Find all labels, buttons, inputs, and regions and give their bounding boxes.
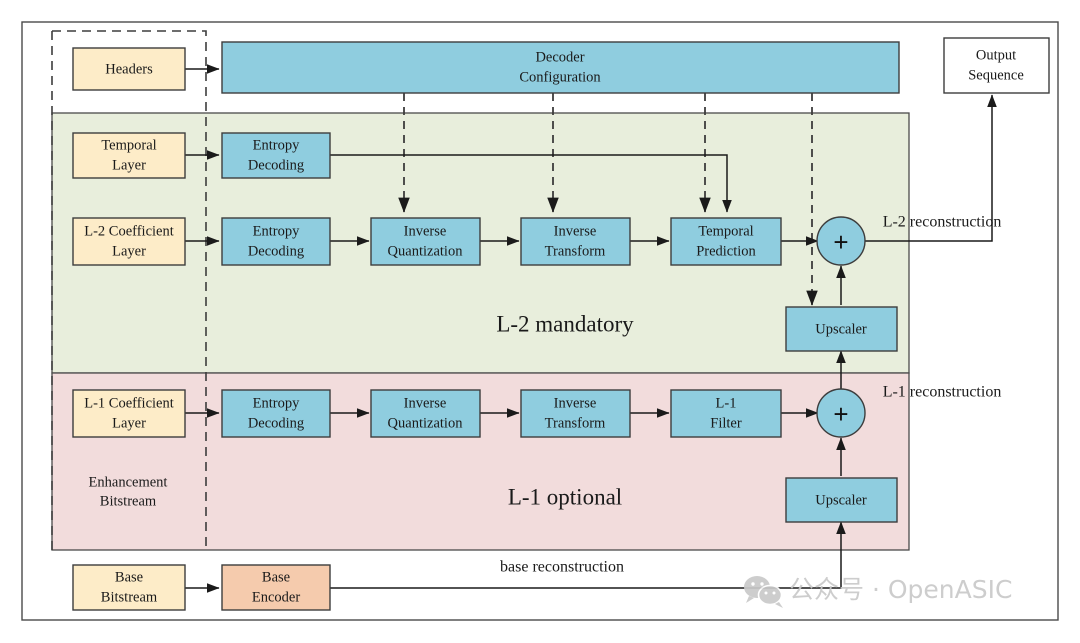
enhancement-bitstream-label-line1: Enhancement (89, 474, 168, 490)
node-l2-inverse-quantization-label-line2: Quantization (388, 243, 464, 259)
enhancement-bitstream-bracket (52, 30, 207, 550)
node-l1-coefficient-layer[interactable]: L-1 Coefficient Layer (72, 389, 186, 438)
node-l2-upscaler-label: Upscaler (815, 321, 867, 337)
node-temporal-prediction-label-line1: Temporal (698, 223, 753, 239)
node-l1-inverse-transform-label-line1: Inverse (554, 395, 597, 411)
node-l1-coefficient-layer-label-line1: L-1 Coefficient (84, 395, 174, 411)
node-l2-inverse-transform-label-line1: Inverse (554, 223, 597, 239)
node-l2-entropy-decoding-label-line1: Entropy (253, 223, 300, 239)
node-l2-adder[interactable]: + (816, 216, 866, 266)
wechat-icon (744, 576, 783, 608)
node-l1-filter[interactable]: L-1 Filter (670, 389, 782, 438)
node-l1-coefficient-layer-label-line2: Layer (112, 415, 146, 431)
edge-l2-adder-to-output-sequence (863, 94, 997, 242)
label-l1-reconstruction: L-1 reconstruction (883, 384, 1002, 401)
node-l1-upscaler-label: Upscaler (815, 492, 867, 508)
node-l1-upscaler[interactable]: Upscaler (785, 477, 898, 523)
node-base-bitstream-label-line1: Base (115, 569, 143, 585)
node-l2-coefficient-layer-label-line1: L-2 Coefficient (84, 223, 174, 239)
node-l1-filter-label-line1: L-1 (716, 395, 737, 411)
watermark-text: 公众号 · OpenASIC (789, 575, 1012, 604)
node-l2-inverse-quantization-label-line1: Inverse (404, 223, 447, 239)
node-l2-inverse-quantization[interactable]: Inverse Quantization (370, 217, 481, 266)
node-output-sequence-label-line2: Sequence (968, 67, 1024, 83)
node-decoder-configuration-label-line1: Decoder (535, 49, 584, 65)
node-l1-inverse-transform[interactable]: Inverse Transform (520, 389, 631, 438)
node-base-bitstream-label-line2: Bitstream (101, 589, 158, 605)
node-l1-inverse-quantization[interactable]: Inverse Quantization (370, 389, 481, 438)
label-l2-reconstruction: L-2 reconstruction (883, 214, 1002, 231)
label-base-reconstruction: base reconstruction (500, 559, 624, 576)
node-l1-adder[interactable]: + (816, 388, 866, 438)
node-l1-inverse-quantization-label-line2: Quantization (388, 415, 464, 431)
node-headers[interactable]: Headers (72, 47, 186, 91)
region-label-l1: L-1 optional (508, 484, 622, 509)
node-output-sequence[interactable]: Output Sequence (943, 37, 1050, 94)
node-l2-coefficient-layer-label-line2: Layer (112, 243, 146, 259)
node-decoder-configuration-label-line2: Configuration (519, 69, 601, 85)
node-temporal-layer-label-line2: Layer (112, 157, 146, 173)
l2-adder-plus-icon: + (833, 227, 848, 257)
region-label-l2: L-2 mandatory (496, 311, 634, 336)
node-l1-entropy-decoding-label-line2: Decoding (248, 415, 304, 431)
node-decoder-configuration[interactable]: Decoder Configuration (221, 41, 900, 94)
node-l1-inverse-transform-label-line2: Transform (545, 415, 606, 431)
node-l2-upscaler[interactable]: Upscaler (785, 306, 898, 352)
node-temporal-prediction-label-line2: Prediction (696, 243, 756, 259)
node-l2-inverse-transform[interactable]: Inverse Transform (520, 217, 631, 266)
node-base-encoder-label-line1: Base (262, 569, 290, 585)
node-temporal-entropy-decoding-label-line1: Entropy (253, 137, 300, 153)
node-l2-entropy-decoding[interactable]: Entropy Decoding (221, 217, 331, 266)
node-base-encoder-label-line2: Encoder (252, 589, 300, 605)
node-l2-inverse-transform-label-line2: Transform (545, 243, 606, 259)
node-l1-entropy-decoding[interactable]: Entropy Decoding (221, 389, 331, 438)
node-l1-inverse-quantization-label-line1: Inverse (404, 395, 447, 411)
node-l1-entropy-decoding-label-line1: Entropy (253, 395, 300, 411)
node-l2-coefficient-layer[interactable]: L-2 Coefficient Layer (72, 217, 186, 266)
node-temporal-layer-label-line1: Temporal (101, 137, 156, 153)
l1-adder-plus-icon: + (833, 399, 848, 429)
node-l1-filter-label-line2: Filter (710, 415, 742, 431)
node-base-bitstream[interactable]: Base Bitstream (72, 564, 186, 611)
edge-temporal-entropy-to-prediction (330, 154, 732, 213)
enhancement-bitstream-label-line2: Bitstream (100, 493, 157, 509)
node-output-sequence-label-line1: Output (976, 47, 1016, 63)
watermark: 公众号 · OpenASIC (744, 575, 1012, 608)
node-temporal-prediction[interactable]: Temporal Prediction (670, 217, 782, 266)
edge-base-reconstruction-to-l1-upscaler (330, 521, 846, 589)
node-l2-entropy-decoding-label-line2: Decoding (248, 243, 304, 259)
node-temporal-entropy-decoding[interactable]: Entropy Decoding (221, 132, 331, 179)
node-base-encoder[interactable]: Base Encoder (221, 564, 331, 611)
node-temporal-entropy-decoding-label-line2: Decoding (248, 157, 304, 173)
node-headers-label: Headers (105, 61, 153, 77)
node-temporal-layer[interactable]: Temporal Layer (72, 132, 186, 179)
